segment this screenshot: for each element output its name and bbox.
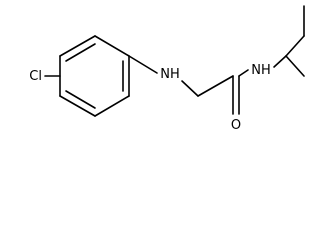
oxygen-label: O [231,118,241,133]
ch-ch2-bond [285,35,305,57]
ring-bond [59,35,96,57]
ring-bond [59,95,96,117]
ring-double-bond [65,90,96,109]
amide-nh-label: NH [251,63,271,78]
chlorine-label: Cl [29,69,42,84]
ring-bond [94,35,130,57]
c-n-bond [128,55,158,74]
benzene-ring [59,35,130,117]
ring-bond [94,95,130,117]
n-ch2-bond [181,80,199,97]
ch-ch3-bond [285,55,305,77]
n-ch-bond [273,55,287,68]
aniline-nh-label: NH [160,67,180,82]
chemical-structure: Cl NH O NH [29,5,305,133]
co-n-bond [238,69,249,77]
ring-double-bond [65,43,96,62]
ch2-co-bond [197,75,234,97]
